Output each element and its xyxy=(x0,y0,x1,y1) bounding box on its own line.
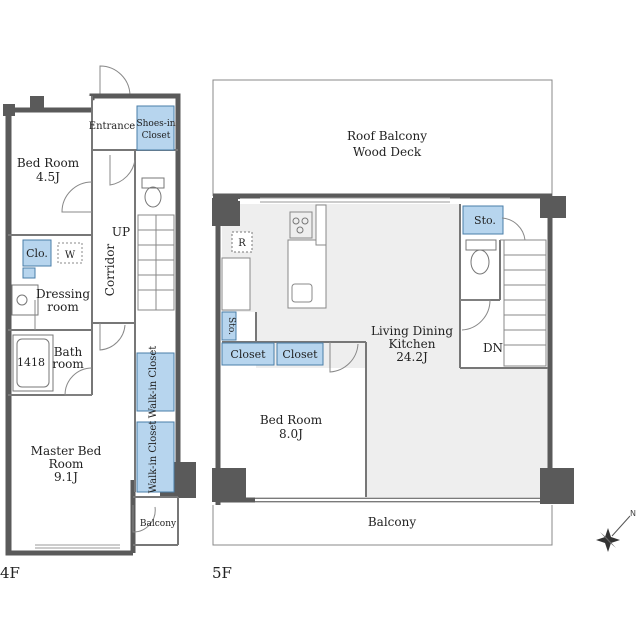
partitions-4f xyxy=(8,96,179,546)
floor-4f-label: 4F xyxy=(0,564,20,582)
bed-room-5f-size: 8.0J xyxy=(279,427,303,441)
floor-5f-label: 5F xyxy=(212,564,232,582)
floor-5f: Roof Balcony Wood Deck Sto. R Sto. Close… xyxy=(212,79,574,582)
shoes-in-closet xyxy=(136,105,175,151)
shoes-closet-label-2: Closet xyxy=(142,131,171,141)
walk-in-closet-1 xyxy=(136,352,175,412)
fridge-space xyxy=(231,231,253,253)
toilet-icon xyxy=(465,239,497,275)
closet-2-label: Closet xyxy=(282,348,318,361)
dn-label: DN xyxy=(483,341,503,355)
master-bed-size: 9.1J xyxy=(54,470,78,484)
storage-top-label: Sto. xyxy=(474,214,496,227)
compass-rose-icon: N xyxy=(596,509,636,552)
sink-icon xyxy=(11,284,39,316)
ldk-label-1: Living Dining xyxy=(371,324,453,338)
closet-1 xyxy=(221,342,275,366)
fridge-label: R xyxy=(238,238,246,249)
sink-icon xyxy=(291,283,313,303)
bath-label-2: room xyxy=(52,357,84,371)
balcony-5f-outline xyxy=(212,505,553,546)
bed-room-4f-size: 4.5J xyxy=(36,170,60,184)
doors-5f xyxy=(329,217,526,373)
ldk-label-2: Kitchen xyxy=(389,337,436,351)
stairs-5f xyxy=(503,239,547,367)
bathtub-icon xyxy=(12,334,54,392)
dressing-label-2: room xyxy=(47,300,79,314)
balcony-4f-label: Balcony xyxy=(140,519,177,529)
storage-top xyxy=(462,205,504,235)
clo-storage xyxy=(22,239,52,267)
entrance-label: Entrance xyxy=(89,121,136,132)
stove-icon xyxy=(289,211,313,239)
closet-2 xyxy=(276,342,324,366)
kitchen-counter xyxy=(287,239,327,309)
shoes-closet-label-1: Shoes-in xyxy=(136,119,175,129)
storage-side xyxy=(221,311,237,341)
clo-label: Clo. xyxy=(26,247,48,260)
corridor-label: Corridor xyxy=(103,244,117,297)
bath-label-1: Bath xyxy=(54,345,83,359)
walk-in-closet-2-label: Walk-in Closet xyxy=(148,421,159,494)
walk-in-closet-2 xyxy=(136,421,175,493)
roof-balcony-label-1: Roof Balcony xyxy=(347,129,427,143)
doors-4f xyxy=(34,155,156,533)
ldk-size: 24.2J xyxy=(396,350,428,364)
washer-label: W xyxy=(65,250,76,261)
bed-room-5f-label: Bed Room xyxy=(260,413,323,427)
storage-side-label: Sto. xyxy=(226,317,236,335)
washer-space xyxy=(57,242,83,264)
roof-balcony-label-2: Wood Deck xyxy=(353,145,422,159)
dressing-label-1: Dressing xyxy=(36,287,90,301)
master-bed-label-1: Master Bed xyxy=(31,444,102,458)
balcony-5f-label: Balcony xyxy=(368,515,416,529)
floor-4f: Entrance Shoes-in Closet Bed Room 4.5J C… xyxy=(0,65,196,582)
walk-in-closet-1-label: Walk-in Closet xyxy=(148,346,159,419)
toilet-icon xyxy=(141,177,165,208)
stairs-4f xyxy=(137,214,175,311)
bed-room-4f-label: Bed Room xyxy=(17,156,80,170)
svg-text:N: N xyxy=(630,509,636,518)
roof-balcony-outline xyxy=(212,79,553,196)
closet-1-label: Closet xyxy=(230,348,266,361)
master-bed-label-2: Room xyxy=(49,457,84,471)
up-label: UP xyxy=(112,225,130,239)
tub-label: 1418 xyxy=(17,356,45,369)
